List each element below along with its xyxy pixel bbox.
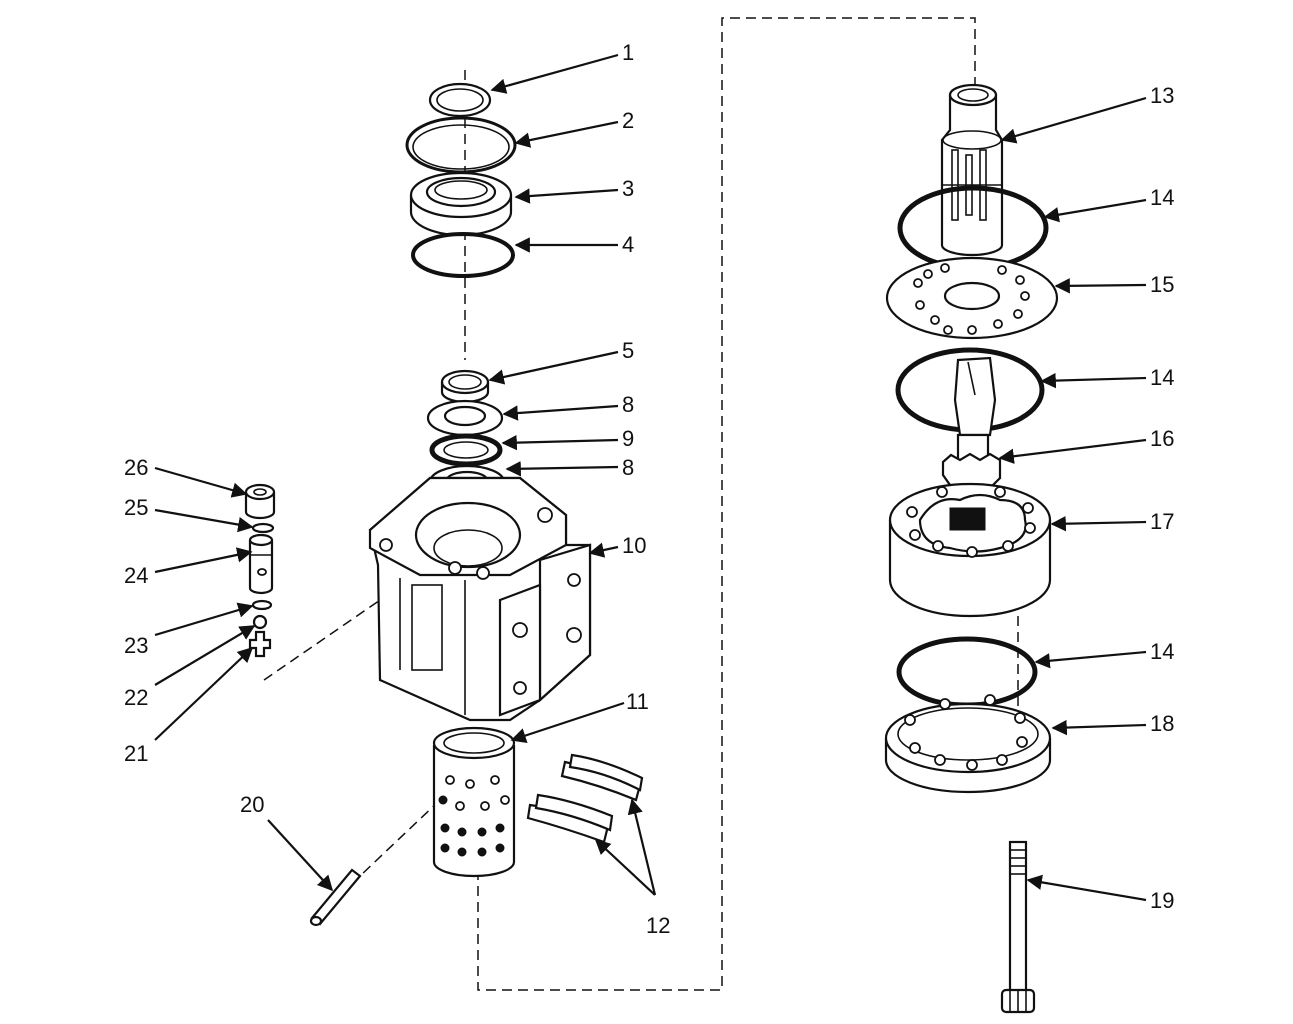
- part-13-spool: [940, 83, 1004, 257]
- callout-15: 15: [1150, 272, 1174, 297]
- part-8-upper-washer: [426, 399, 504, 437]
- parts-21-26-valve-stack: [244, 483, 276, 658]
- part-9-bearing: [429, 433, 503, 467]
- callout-8-upper: 8: [622, 392, 634, 417]
- callout-25: 25: [124, 495, 148, 520]
- part-15-spacer-plate: [885, 256, 1059, 340]
- callout-labels: 1 2 3 4 5 8 9 8 10 11 12 13 14 15 14 16 …: [124, 40, 1174, 938]
- callout-14-lower: 14: [1150, 639, 1174, 664]
- part-17-gerotor: [888, 482, 1052, 618]
- callout-10: 10: [622, 533, 646, 558]
- callout-1: 1: [622, 40, 634, 65]
- part-20-pin: [309, 868, 362, 927]
- part-3-bushing: [409, 171, 513, 237]
- callout-14-middle: 14: [1150, 365, 1174, 390]
- part-2-oring: [405, 116, 517, 174]
- part-10-housing: [368, 476, 592, 722]
- callout-22: 22: [124, 685, 148, 710]
- callout-8-lower: 8: [622, 455, 634, 480]
- part-5-seal: [440, 369, 490, 404]
- callout-21: 21: [124, 741, 148, 766]
- callout-12: 12: [646, 913, 670, 938]
- leader-lines: [154, 53, 1147, 902]
- callout-9: 9: [622, 426, 634, 451]
- part-18-end-cap: [884, 694, 1052, 794]
- callout-24: 24: [124, 563, 148, 588]
- callout-23: 23: [124, 633, 148, 658]
- part-19-bolt: [1000, 840, 1036, 1014]
- callout-19: 19: [1150, 888, 1174, 913]
- callout-16: 16: [1150, 426, 1174, 451]
- part-12-springs: [526, 753, 644, 844]
- callout-18: 18: [1150, 711, 1174, 736]
- callout-14-upper: 14: [1150, 185, 1174, 210]
- part-16-drive-shaft: [941, 356, 1002, 492]
- callout-3: 3: [622, 176, 634, 201]
- callout-17: 17: [1150, 509, 1174, 534]
- part-4-oring: [411, 232, 515, 278]
- callout-5: 5: [622, 338, 634, 363]
- part-11-sleeve: [432, 726, 516, 878]
- callout-13: 13: [1150, 83, 1174, 108]
- callout-20: 20: [240, 792, 264, 817]
- part-1-ring: [428, 82, 492, 118]
- callout-4: 4: [622, 232, 634, 257]
- callout-11: 11: [626, 689, 649, 714]
- callout-2: 2: [622, 108, 634, 133]
- callout-26: 26: [124, 455, 148, 480]
- part-14-lower-oring: [896, 636, 1038, 708]
